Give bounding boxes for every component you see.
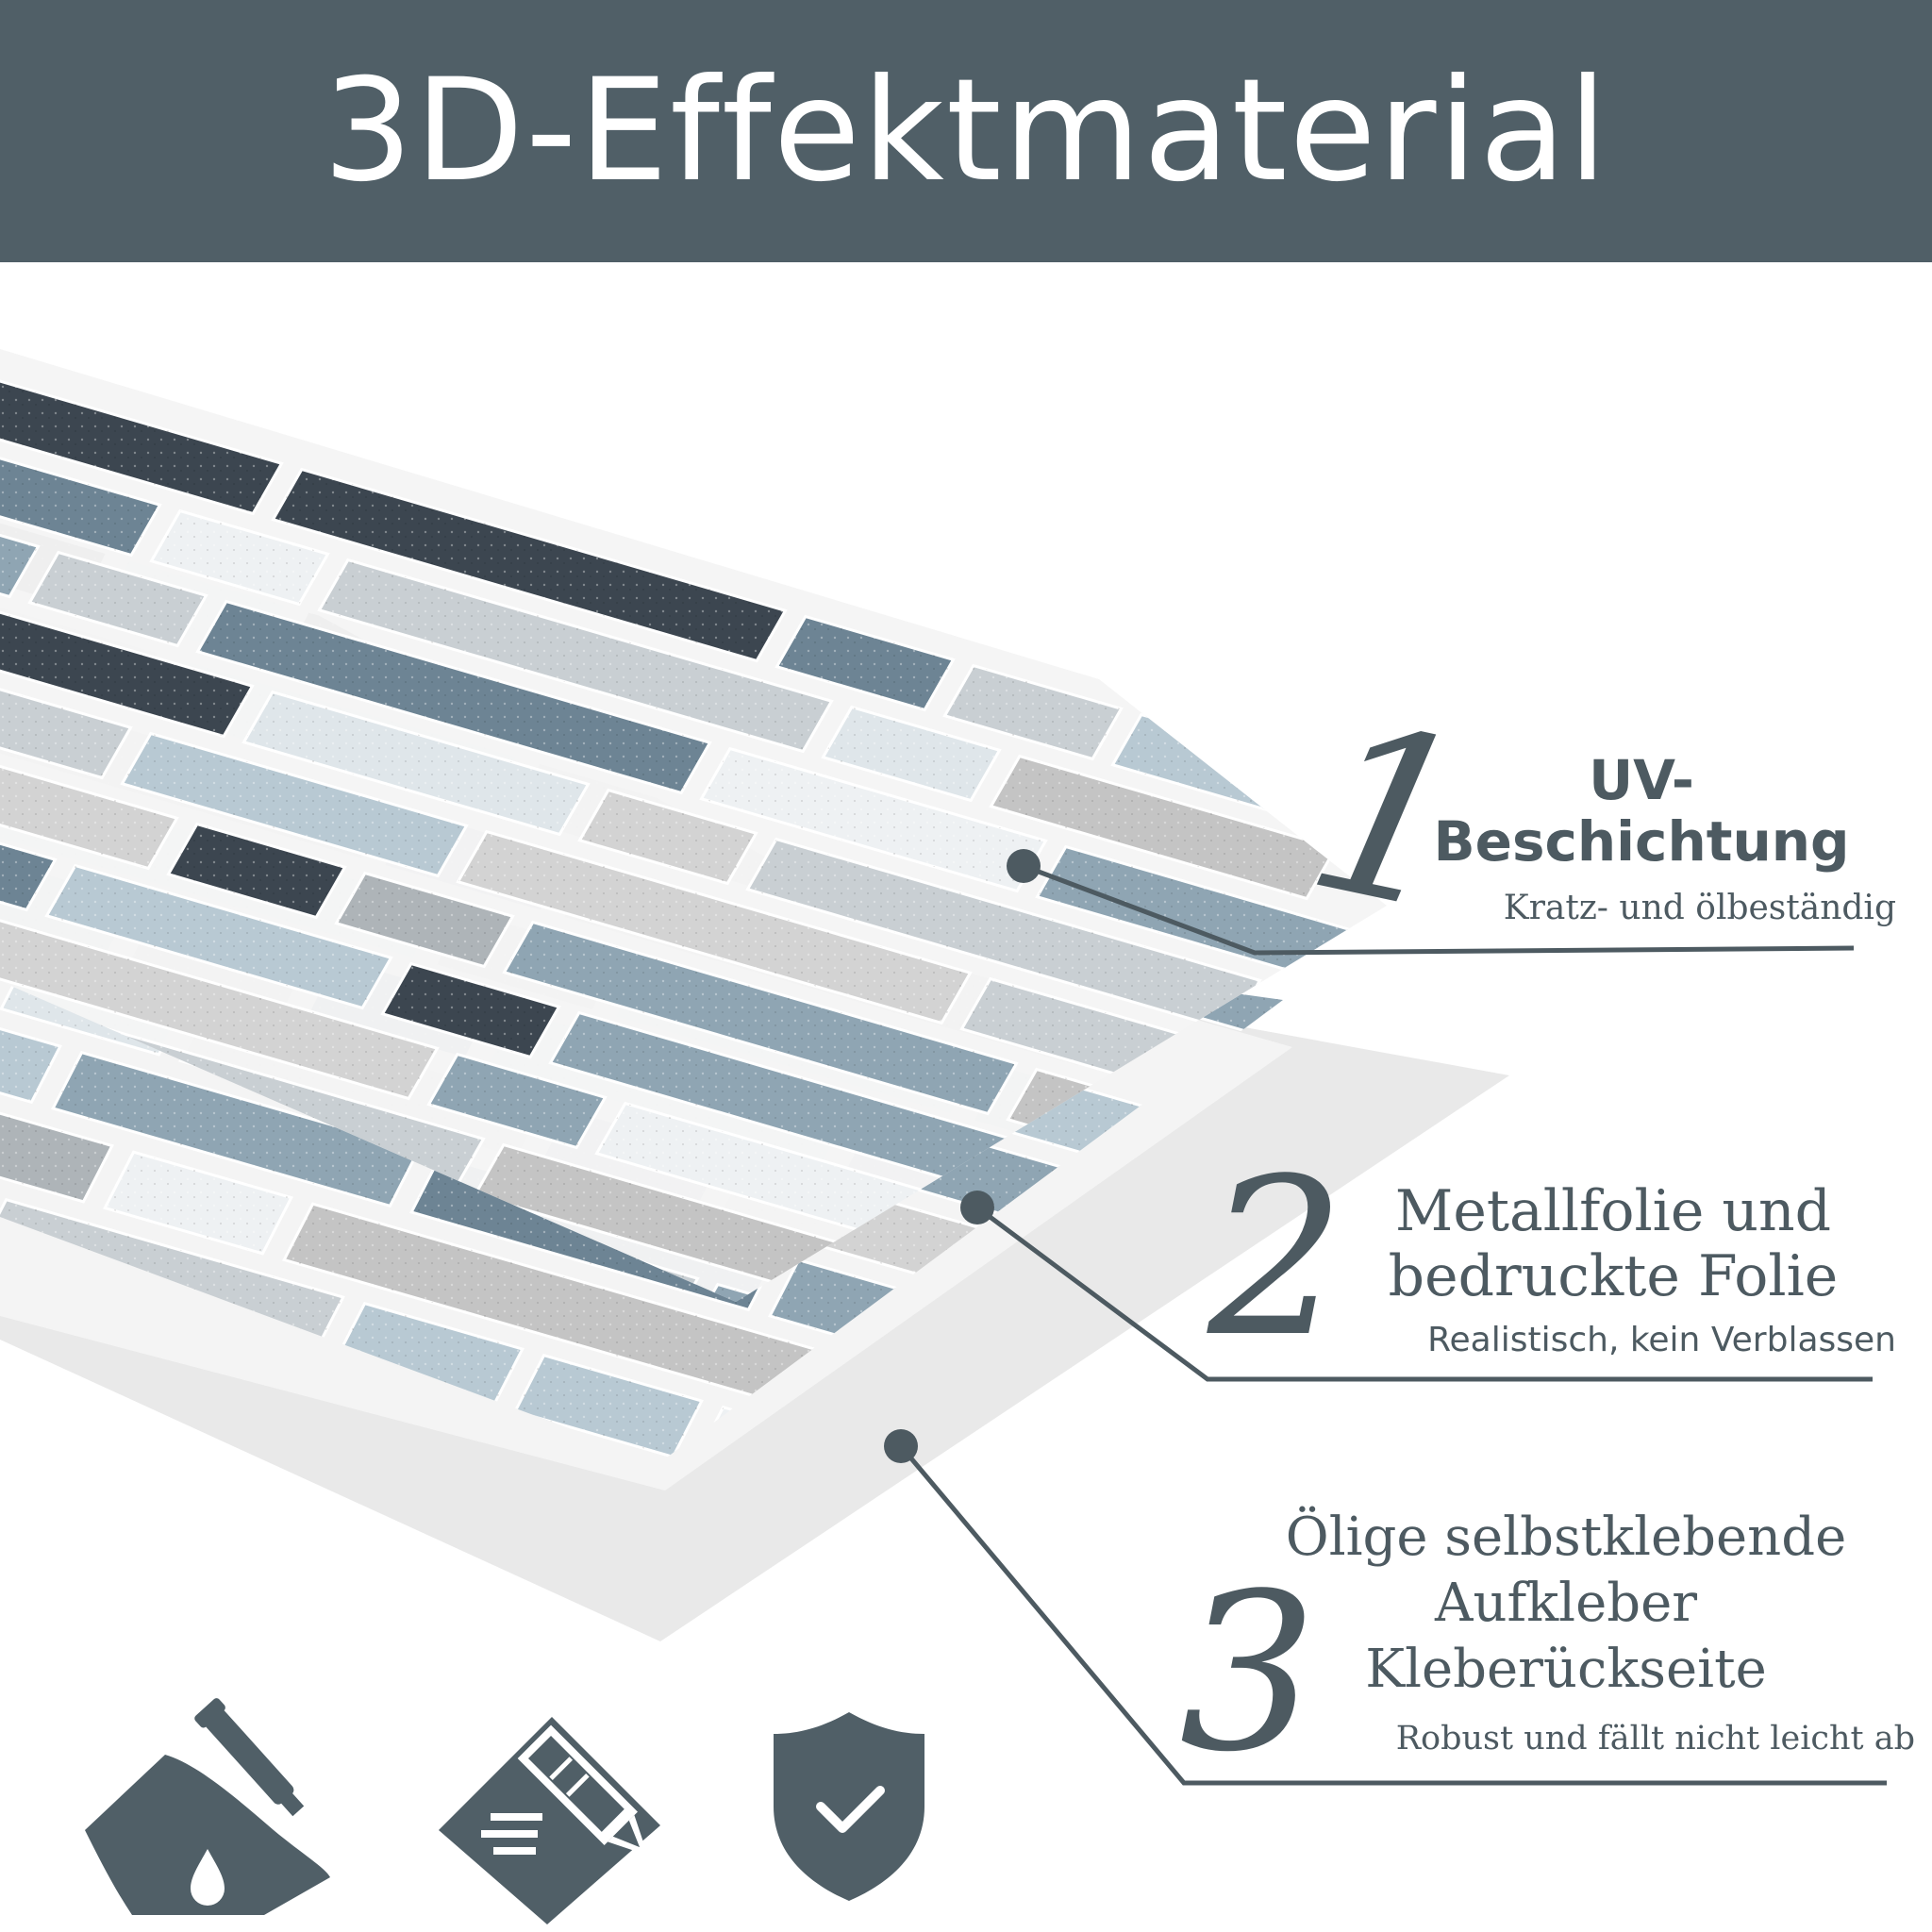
tile-layers-illustration xyxy=(0,349,1887,1786)
shield-check-icon xyxy=(774,1712,924,1901)
feature-3-title: Ölige selbstklebende Aufkleber Kleberück… xyxy=(1285,1507,1847,1700)
waterproof-icon xyxy=(85,1698,330,1915)
header-banner: 3D-Effektmaterial xyxy=(0,0,1932,262)
feature-2-subtitle: Realistisch, kein Verblassen xyxy=(1427,1321,1896,1359)
feature-1-title: UV- Beschichtung xyxy=(1433,748,1850,874)
feature-number-3: 3 xyxy=(1179,1548,1318,1800)
feature-3-subtitle: Robust und fällt nicht leicht ab xyxy=(1395,1720,1915,1757)
leader-lines xyxy=(899,863,1887,1786)
cut-to-size-icon xyxy=(439,1717,660,1924)
feature-2-title: Metallfolie und bedruckte Folie xyxy=(1388,1178,1839,1309)
feature-number-2: 2 xyxy=(1208,1133,1346,1385)
page-title: 3D-Effektmaterial xyxy=(323,49,1609,213)
feature-1-subtitle: Kratz- und ölbeständig xyxy=(1503,889,1896,927)
